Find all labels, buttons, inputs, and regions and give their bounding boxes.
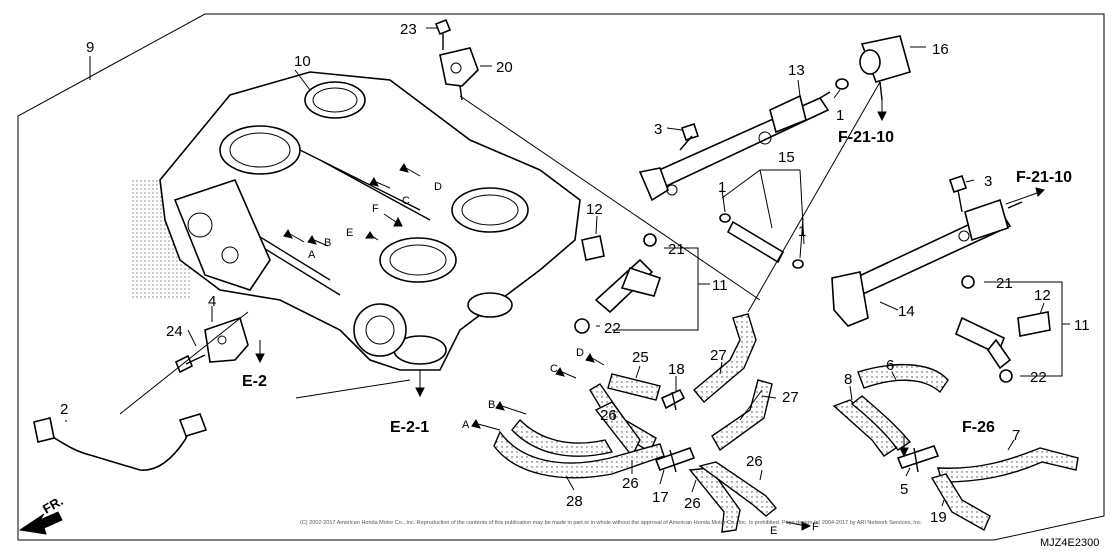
label-27b[interactable]: 27 [782, 389, 799, 406]
label-22a[interactable]: 22 [604, 320, 621, 337]
letter-a-body: A [308, 249, 316, 261]
letter-b-body: B [324, 237, 331, 249]
hose-6[interactable] [857, 363, 949, 394]
hose-26b[interactable] [594, 401, 641, 458]
label-2[interactable]: 2 [60, 401, 68, 418]
label-26a[interactable]: 26 [600, 407, 617, 424]
arrows [18, 98, 1045, 535]
front-label: FR. [40, 493, 66, 516]
hose-27b[interactable] [711, 379, 773, 452]
letter-c-body: C [402, 195, 410, 207]
letter-d-body: D [434, 181, 442, 193]
assembly-frame [17, 13, 1105, 541]
label-14[interactable]: 14 [898, 303, 915, 320]
hose-28b[interactable] [511, 418, 614, 457]
label-18[interactable]: 18 [668, 361, 685, 378]
label-7[interactable]: 7 [1012, 427, 1020, 444]
letter-d-hose: D [576, 347, 584, 359]
label-3b[interactable]: 3 [984, 173, 992, 190]
connector-17[interactable] [654, 446, 696, 473]
fuel-rail-14[interactable] [831, 198, 1023, 327]
letter-e-body: E [346, 227, 353, 239]
clip-12[interactable] [581, 235, 605, 261]
label-12b[interactable]: 12 [1034, 287, 1051, 304]
connector-18[interactable] [660, 388, 686, 411]
joint-pipe-15[interactable] [726, 220, 785, 264]
label-21a[interactable]: 21 [668, 241, 685, 258]
throttle-body-assembly[interactable] [130, 71, 581, 371]
label-15[interactable]: 15 [778, 149, 795, 166]
letter-f-hose: F [812, 521, 819, 533]
ref-f-21-10-right[interactable]: F-21-10 [1016, 169, 1072, 186]
label-27a[interactable]: 27 [710, 347, 727, 364]
label-23[interactable]: 23 [400, 21, 417, 38]
label-22b[interactable]: 22 [1030, 369, 1047, 386]
label-26c[interactable]: 26 [746, 453, 763, 470]
label-25[interactable]: 25 [632, 349, 649, 366]
diagram-code: MJZ4E2300 [1040, 537, 1099, 549]
reference-callouts: E-2 E-2-1 F-21-10 F-21-10 F-26 [242, 129, 1072, 436]
label-1b[interactable]: 1 [718, 179, 726, 196]
hose-7[interactable] [937, 447, 1079, 483]
label-21b[interactable]: 21 [996, 275, 1013, 292]
clip-12b[interactable] [1017, 311, 1051, 337]
injector-a[interactable] [574, 233, 662, 334]
tube-2[interactable] [33, 413, 208, 471]
ref-f-26[interactable]: F-26 [962, 419, 995, 436]
label-24[interactable]: 24 [166, 323, 183, 340]
label-26b[interactable]: 26 [622, 475, 639, 492]
connector-5[interactable] [896, 445, 940, 473]
sensor-20[interactable] [439, 47, 479, 101]
label-4[interactable]: 4 [208, 293, 216, 310]
ref-e-2[interactable]: E-2 [242, 373, 267, 390]
label-6[interactable]: 6 [886, 357, 894, 374]
hose-26d[interactable] [698, 461, 777, 517]
bolt-23[interactable] [434, 18, 452, 50]
o-ring-1[interactable] [719, 78, 849, 269]
bolt-3[interactable] [679, 122, 968, 213]
bracket-4[interactable] [204, 316, 249, 363]
letter-b-hose: B [488, 399, 495, 411]
hose-19[interactable] [930, 473, 991, 531]
ref-f-21-10-top[interactable]: F-21-10 [838, 129, 894, 146]
label-28[interactable]: 28 [566, 493, 583, 510]
letter-a-hose: A [462, 419, 470, 431]
label-1c[interactable]: 1 [798, 223, 806, 240]
hoses[interactable] [493, 313, 1079, 533]
letter-e-hose: E [770, 525, 777, 537]
part-labels: 9 10 23 20 13 16 3 1 15 1 1 3 12 21 11 2… [60, 21, 1090, 526]
label-8[interactable]: 8 [844, 371, 852, 388]
front-arrow-icon [18, 511, 63, 535]
label-11b[interactable]: 11 [1074, 317, 1090, 334]
connection-letters: A B C D E F A B C D E F [308, 181, 819, 537]
pressure-regulator-16[interactable] [859, 35, 911, 101]
label-19[interactable]: 19 [930, 509, 947, 526]
copyright-notice: (C) 2002-2017 American Honda Motor Co., … [300, 520, 923, 526]
hose-27a[interactable] [693, 313, 757, 403]
label-16[interactable]: 16 [932, 41, 949, 58]
label-9[interactable]: 9 [86, 39, 94, 56]
label-12a[interactable]: 12 [586, 201, 603, 218]
label-1a[interactable]: 1 [836, 107, 844, 124]
fuel-rail-13[interactable] [638, 91, 831, 202]
hose-25[interactable] [607, 373, 661, 401]
label-20[interactable]: 20 [496, 59, 513, 76]
label-13[interactable]: 13 [788, 62, 805, 79]
label-5[interactable]: 5 [900, 481, 908, 498]
letter-c-hose: C [550, 363, 558, 375]
injector-b[interactable] [954, 275, 1013, 383]
label-26d[interactable]: 26 [684, 495, 701, 512]
hose-28[interactable] [493, 430, 665, 479]
label-10[interactable]: 10 [294, 53, 311, 70]
label-17[interactable]: 17 [652, 489, 669, 506]
hose-6b[interactable] [850, 395, 912, 451]
label-11a[interactable]: 11 [712, 277, 728, 294]
letter-f-body: F [372, 203, 379, 215]
ref-e-2-1[interactable]: E-2-1 [390, 419, 429, 436]
leader-lines [65, 27, 1070, 507]
label-3a[interactable]: 3 [654, 121, 662, 138]
